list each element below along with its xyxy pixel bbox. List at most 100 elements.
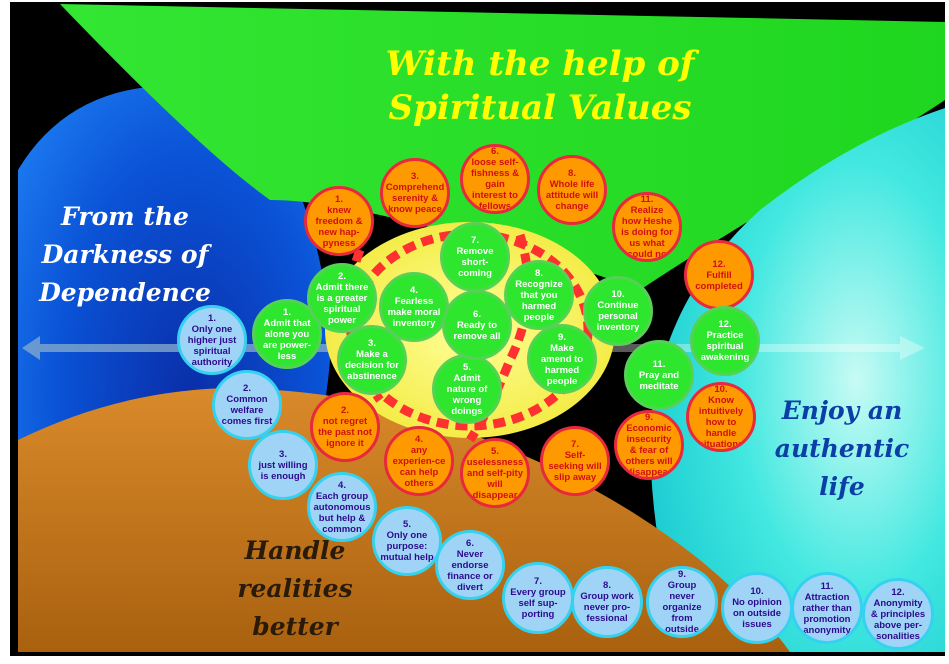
circle-number: 10.: [611, 289, 625, 300]
circle-description: Common welfare comes first: [221, 394, 273, 427]
realities-title: Handle realities better: [237, 536, 353, 641]
promise-circle: 10.Know intuitively how to handle situat…: [686, 382, 756, 452]
promise-text: 8.Whole life attitude will change: [540, 168, 604, 212]
circle-description: not regret the past not ignore it: [318, 416, 372, 449]
circle-number: 10.: [714, 384, 728, 395]
promise-circle: 7.Self-seeking will slip away: [540, 426, 610, 496]
circle-description: Pray and meditate: [638, 369, 680, 392]
circle-description: Remove short-coming: [456, 246, 494, 279]
authentic-title: Enjoy an authentic life: [774, 396, 910, 501]
circle-description: Recognize that you harmed people: [515, 278, 563, 323]
promise-text: 1.knew freedom & new hap-pyness: [307, 194, 371, 249]
circle-description: Admit nature of wrong doings: [446, 372, 488, 417]
tradition-text: 2.Common welfare comes first: [215, 383, 279, 427]
tradition-circle: 6.Never endorse finance or divert: [435, 530, 505, 600]
promise-circle: 1.knew freedom & new hap-pyness: [304, 186, 374, 256]
tradition-circle: 2.Common welfare comes first: [212, 370, 282, 440]
promise-circle: 4.any experien-ce can help others: [384, 426, 454, 496]
circle-number: 1.: [283, 306, 291, 318]
tradition-text: 4.Each group autonomous but help & commo…: [310, 480, 374, 535]
promise-text: 9.Economic insecurity & fear of others w…: [617, 412, 681, 477]
tradition-text: 9.Group never organize from outside: [649, 569, 715, 635]
circle-number: 8.: [568, 168, 576, 179]
circle-description: Never endorse finance or divert: [447, 548, 493, 593]
step-circle: 12.Practice spiritual awakening: [690, 306, 760, 376]
promise-circle: 12.Fulfill completed: [684, 240, 754, 310]
step-circle: 5.Admit nature of wrong doings: [432, 354, 502, 424]
circle-description: Continue personal inventory: [596, 300, 640, 333]
tradition-circle: 11.Attraction rather than promotion anon…: [791, 572, 863, 644]
step-circle: 7.Remove short-coming: [440, 222, 510, 292]
tradition-text: 1.Only one higher just spiritual authori…: [180, 313, 244, 368]
circle-description: Make a decision for abstinence: [345, 349, 399, 382]
promise-text: 10.Know intuitively how to handle situat…: [689, 384, 753, 450]
circle-description: Each group autonomous but help & common: [313, 490, 371, 535]
circle-number: 5.: [403, 519, 411, 530]
circle-description: Anonymity & principles above per-sonalit…: [870, 597, 926, 642]
circle-number: 12.: [891, 586, 905, 598]
promise-text: 12.Fulfill completed: [687, 259, 751, 292]
circle-number: 4.: [410, 285, 418, 296]
step-circle: 10.Continue personal inventory: [583, 276, 653, 346]
circle-description: Fearless make moral inventory: [387, 296, 441, 329]
step-text: 3.Make a decision for abstinence: [340, 338, 404, 382]
circle-number: 6.: [466, 537, 474, 549]
tradition-circle: 9.Group never organize from outside: [646, 566, 718, 638]
circle-number: 2.: [338, 270, 346, 282]
step-text: 6.Ready to remove all: [445, 309, 509, 342]
circle-number: 7.: [471, 235, 479, 246]
tradition-circle: 4.Each group autonomous but help & commo…: [307, 472, 377, 542]
promise-circle: 9.Economic insecurity & fear of others w…: [614, 410, 684, 480]
step-text: 5.Admit nature of wrong doings: [435, 362, 499, 417]
tradition-text: 10.No opinion on outside issues: [724, 586, 790, 630]
circle-description: Know intuitively how to handle situation…: [698, 395, 744, 450]
circle-description: Ready to remove all: [453, 319, 501, 342]
circle-number: 11.: [652, 358, 666, 370]
tradition-circle: 12.Anonymity & principles above per-sona…: [862, 578, 934, 650]
circle-description: Realize how Heshe is doing for us what c…: [621, 205, 673, 260]
tradition-text: 5.Only one purpose: mutual help: [375, 519, 439, 563]
promise-text: 4.any experien-ce can help others: [387, 434, 451, 489]
circle-number: 6.: [473, 308, 481, 320]
tradition-text: 6.Never endorse finance or divert: [438, 538, 502, 593]
circle-description: any experien-ce can help others: [392, 444, 446, 489]
tradition-text: 7.Every group self sup-porting: [505, 576, 571, 620]
step-circle: 2.Admit there is a greater spiritual pow…: [307, 263, 377, 333]
step-text: 7.Remove short-coming: [443, 235, 507, 279]
circle-number: 8.: [535, 267, 543, 279]
circle-number: 9.: [558, 331, 566, 343]
circle-number: 7.: [534, 576, 542, 587]
circle-description: Admit that alone you are power-less: [262, 317, 312, 362]
circle-number: 6.: [491, 146, 499, 157]
circle-description: Attraction rather than promotion anonymi…: [802, 591, 852, 636]
step-text: 10.Continue personal inventory: [586, 289, 650, 333]
promise-text: 3.Comprehend serenity & know peace: [383, 171, 447, 215]
circle-number: 4.: [415, 433, 423, 445]
promise-circle: 11.Realize how Heshe is doing for us wha…: [612, 192, 682, 262]
circle-description: Whole life attitude will change: [545, 179, 599, 212]
circle-description: No opinion on outside issues: [732, 597, 782, 630]
circle-number: 7.: [571, 439, 579, 450]
circle-description: just willing is enough: [258, 459, 308, 482]
tradition-circle: 5.Only one purpose: mutual help: [372, 506, 442, 576]
step-circle: 4.Fearless make moral inventory: [379, 272, 449, 342]
circle-number: 11.: [640, 194, 654, 205]
tradition-text: 11.Attraction rather than promotion anon…: [794, 581, 860, 636]
step-text: 1.Admit that alone you are power-less: [255, 307, 319, 362]
circle-description: uselessness and self-pity will disappear: [466, 456, 524, 501]
circle-number: 8.: [603, 580, 611, 591]
tradition-text: 3.just willing is enough: [251, 449, 315, 482]
promise-text: 5.uselessness and self-pity will disappe…: [463, 446, 527, 501]
step-circle: 6.Ready to remove all: [442, 290, 512, 360]
circle-number: 12.: [718, 319, 732, 330]
circle-number: 9.: [645, 412, 653, 423]
circle-number: 5.: [463, 361, 471, 373]
promise-circle: 2.not regret the past not ignore it: [310, 392, 380, 462]
tradition-circle: 1.Only one higher just spiritual authori…: [177, 305, 247, 375]
promise-text: 6.loose self-fishness & gain interest to…: [463, 146, 527, 211]
step-circle: 11.Pray and meditate: [624, 340, 694, 410]
circle-description: Self-seeking will slip away: [548, 450, 602, 483]
circle-number: 11.: [820, 580, 834, 592]
circle-description: Make amend to harmed people: [540, 342, 584, 387]
step-text: 11.Pray and meditate: [627, 359, 691, 392]
